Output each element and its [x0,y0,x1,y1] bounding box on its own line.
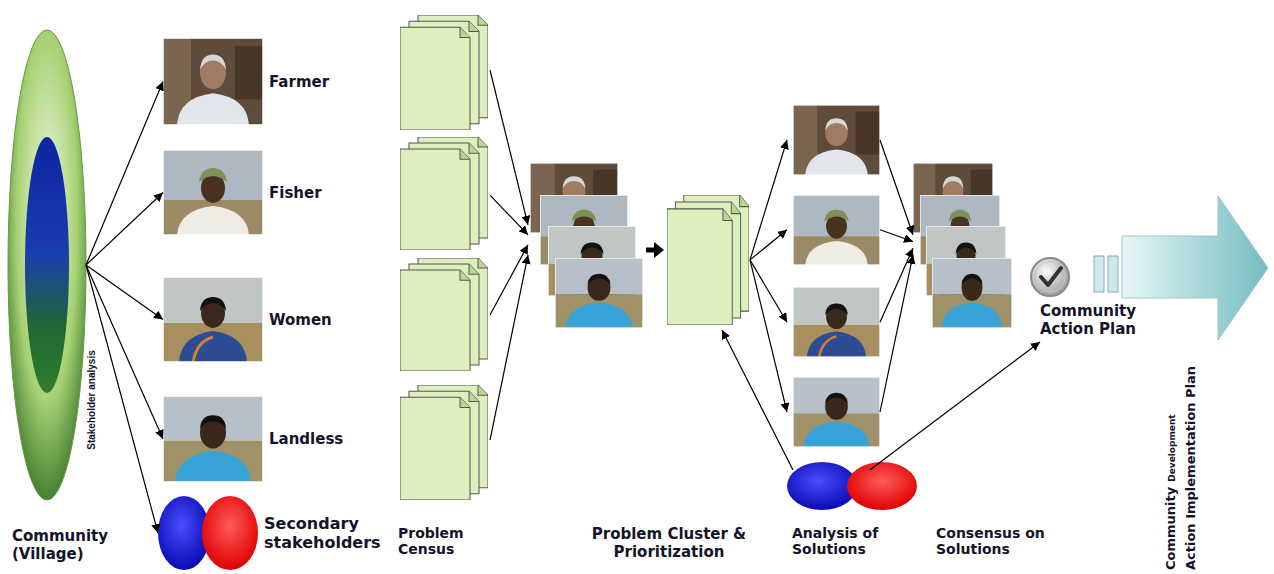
connector-line [86,265,163,439]
action-plan-check: Community Action Plan [1022,256,1154,342]
problem-cluster-group: Problem Cluster & Prioritization [528,163,750,330]
connector-line [750,260,787,322]
node-label: Fisher [269,184,389,202]
arrow-connector [86,265,158,533]
stakeholder-photo: Fisher [163,150,263,235]
arrow-connector [86,265,163,439]
node-label: Consensus on Solutions [936,525,1071,557]
arrow-connector [870,342,1040,470]
connector-line [880,140,913,235]
arrow-connector [750,140,787,412]
connector-line [880,255,913,412]
community-ellipse: Community (Village) [8,30,86,500]
stakeholder-photo: Landless [163,396,263,482]
secondary-stakeholder-ovals: Secondary stakeholders [158,496,258,570]
stakeholder-photo: Women [163,277,263,362]
consensus-photo-stack: Consensus on Solutions [913,163,1012,330]
arrow-connector [86,193,163,266]
text-line: Community Development [1160,346,1180,570]
node-label: Problem Census [398,525,490,557]
connector-line [870,342,1040,470]
arrow-connector [880,140,913,412]
connector-line [880,230,913,242]
node-label: Women [269,311,389,329]
connector-line [750,140,787,260]
node-label: Problem Cluster & Prioritization [564,525,774,561]
node-label: Community (Village) [12,527,142,563]
node-label: Action Implementation Plan [1183,366,1198,570]
rotated-text-block: Community Development Action Implementatio… [1160,346,1200,570]
problem-census-stacks: Problem Census [398,15,490,502]
connector-line [750,230,787,260]
arrow-connector [490,70,528,440]
node-label: Community [1163,487,1178,570]
implementation-arrow: Community Development Action Implementatio… [1122,196,1268,572]
connector-line [750,260,787,412]
connector-line [880,248,913,322]
arrow-connector [722,330,793,470]
text-line: Action Implementation Plan [1180,346,1200,570]
node-label: Community Action Plan [1025,302,1151,338]
connector-line [490,255,528,440]
rotated-label: Stakeholder analysis [86,350,98,450]
connector-line [86,82,163,266]
connector-line [86,193,163,266]
connector-line [86,265,158,533]
node-label: Analysis of Solutions [792,525,904,557]
arrow-connector [86,82,163,266]
connector-line [722,330,793,470]
solution-analysis-group: Analysis of Solutions [787,105,880,470]
node-label: Farmer [269,73,389,91]
node-label: Secondary stakeholders [264,514,404,552]
node-label: Landless [269,430,389,448]
connector-line [490,195,528,235]
node-label: Development [1167,414,1177,481]
stakeholder-photo: Farmer [163,38,263,125]
